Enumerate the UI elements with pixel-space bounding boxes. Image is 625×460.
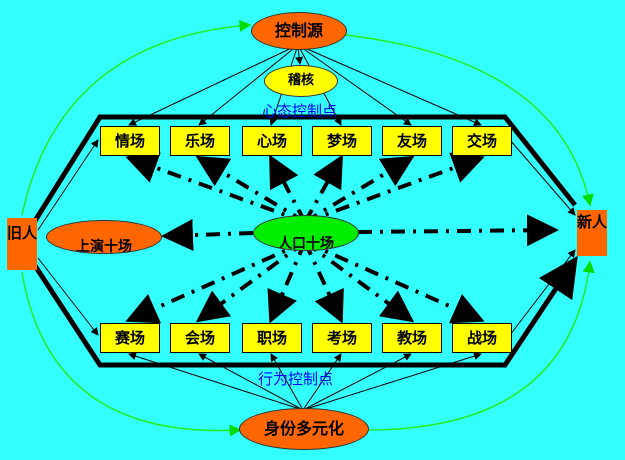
control-source-node: 控制源 [251, 12, 347, 50]
field-box: 情场 [100, 126, 160, 156]
field-box: 交场 [452, 126, 512, 156]
identity-arrow [302, 352, 482, 411]
field-box: 友场 [382, 126, 442, 156]
center-arrow [303, 154, 343, 223]
source-audit-arrow [295, 47, 304, 65]
source-arrow [198, 44, 299, 126]
field-box: 战场 [452, 323, 512, 353]
new-person-node: 新人 [577, 210, 607, 256]
field-box: 心场 [242, 126, 302, 156]
center-arrow [195, 155, 307, 224]
center-arrow [303, 241, 344, 324]
left-oval-node: 上演十场 [46, 220, 162, 254]
audit-node: 稽核 [264, 65, 338, 97]
identity-arrow [270, 353, 304, 411]
source-arrow [297, 44, 412, 126]
center-arrow [195, 240, 307, 323]
hexagon-frame [25, 114, 575, 368]
identity-diversification-node: 身份多元化 [239, 408, 369, 450]
field-box: 梦场 [312, 126, 372, 156]
old-person-node: 旧人 [7, 218, 37, 270]
field-box: 教场 [382, 323, 442, 353]
center-arrow [267, 241, 307, 324]
source-arrow [297, 44, 482, 126]
identity-arrow [128, 352, 304, 411]
center-arrow [269, 154, 307, 223]
mental-control-point-label: 心态控制点 [262, 102, 338, 120]
top-to-new [509, 139, 576, 216]
center-arrow [303, 240, 415, 323]
old-to-bottom [37, 257, 99, 336]
old-to-top [37, 139, 99, 231]
center-arrow [125, 152, 306, 224]
field-box: 职场 [242, 323, 302, 353]
source-arrow [128, 44, 299, 126]
center-left-arrow [161, 219, 254, 252]
identity-arrow [302, 353, 412, 411]
bottom-to-new [509, 249, 576, 336]
field-box: 考场 [312, 323, 372, 353]
field-box: 乐场 [170, 126, 230, 156]
center-arrow [303, 155, 415, 224]
field-box: 会场 [170, 323, 230, 353]
center-arrow [304, 152, 485, 224]
identity-arrow [198, 353, 304, 411]
center-oval-node: 人口十场 [253, 215, 359, 251]
field-box: 赛场 [100, 323, 160, 353]
green-arc [21, 19, 252, 216]
behavior-control-point-label: 行为控制点 [258, 370, 334, 388]
identity-arrow [302, 353, 342, 411]
center-right-arrow [357, 214, 559, 247]
